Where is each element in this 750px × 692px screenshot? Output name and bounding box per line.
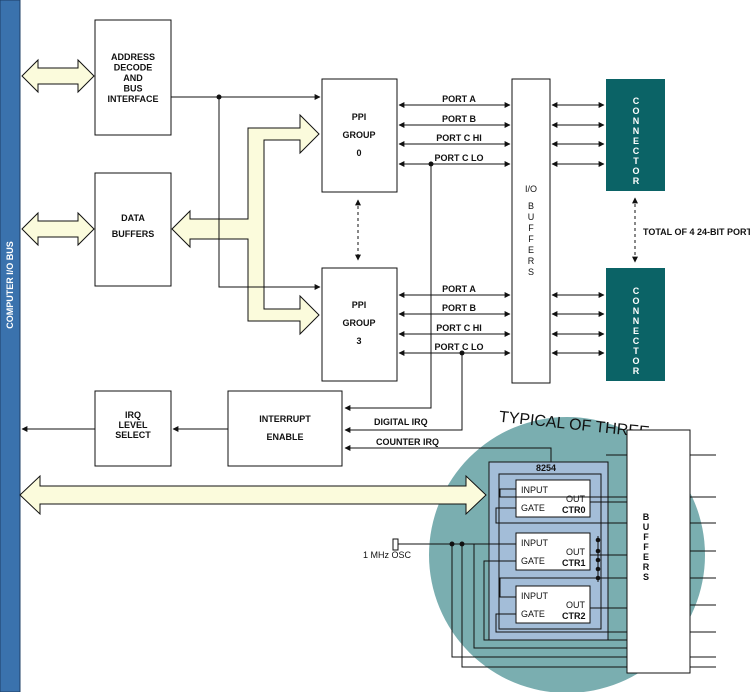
ports-group-0: PORT A PORT B PORT C HI PORT C LO bbox=[398, 94, 511, 167]
internal-data-bus-arrow bbox=[171, 113, 320, 336]
port-label: PORT B bbox=[442, 114, 477, 124]
port-label: PORT A bbox=[442, 284, 476, 294]
connector-bottom bbox=[606, 268, 665, 381]
ppi-group-3-block bbox=[321, 267, 398, 382]
counter-gate-label: GATE bbox=[521, 609, 545, 619]
port-label: PORT C LO bbox=[435, 153, 484, 163]
port-label: PORT A bbox=[442, 94, 476, 104]
counter-block bbox=[515, 585, 591, 624]
port-label: PORT C LO bbox=[435, 342, 484, 352]
counter-out-label: OUT bbox=[566, 600, 586, 610]
counter-gate-label: GATE bbox=[521, 503, 545, 513]
counter-block bbox=[515, 479, 591, 518]
bus-arrow-address bbox=[21, 58, 95, 94]
counter-out-label: OUT bbox=[566, 494, 586, 504]
ports-group-3: PORT A PORT B PORT C HI PORT C LO bbox=[398, 284, 511, 356]
bus-arrow-data bbox=[21, 211, 95, 247]
counter-input-label: INPUT bbox=[521, 591, 549, 601]
buffer-outputs bbox=[690, 454, 716, 668]
data-buffers-block bbox=[94, 172, 172, 287]
computer-io-bus bbox=[0, 0, 21, 692]
connector-top bbox=[606, 79, 665, 191]
counter-name: CTR0 bbox=[562, 505, 586, 515]
counter-name: CTR2 bbox=[562, 611, 586, 621]
counters: INPUTGATEOUTCTR0INPUTGATEOUTCTR1INPUTGAT… bbox=[515, 479, 627, 624]
counter-irq-label: COUNTER IRQ bbox=[376, 437, 439, 447]
counter-input-label: INPUT bbox=[521, 538, 549, 548]
interrupt-enable-block bbox=[227, 390, 343, 467]
connector-lines bbox=[551, 102, 605, 356]
bus-arrow-timer bbox=[19, 474, 487, 516]
total-ports-label: TOTAL OF 4 24-BIT PORTS bbox=[643, 227, 750, 237]
svg-text:BUFFERS: BUFFERS bbox=[643, 512, 650, 582]
port-label: PORT C HI bbox=[436, 133, 482, 143]
counter-gate-label: GATE bbox=[521, 556, 545, 566]
osc-symbol bbox=[392, 538, 399, 551]
counter-out-label: OUT bbox=[566, 547, 586, 557]
counter-input-label: INPUT bbox=[521, 485, 549, 495]
ppi-group-0-block bbox=[321, 78, 398, 193]
timer-label: 8254 bbox=[536, 463, 556, 473]
counter-block bbox=[515, 532, 591, 571]
port-label: PORT B bbox=[442, 303, 477, 313]
address-line: ADDRESS bbox=[111, 52, 155, 62]
port-label: PORT C HI bbox=[436, 323, 482, 333]
counter-name: CTR1 bbox=[562, 558, 586, 568]
osc-label: 1 MHz OSC bbox=[363, 550, 412, 560]
buffers-block bbox=[626, 429, 691, 674]
address-decode-block bbox=[94, 19, 172, 136]
irq-level-select-block bbox=[94, 390, 172, 467]
io-buffers-block bbox=[511, 78, 551, 384]
digital-irq-label: DIGITAL IRQ bbox=[374, 417, 428, 427]
bus-label: COMPUTER I/O BUS bbox=[5, 241, 15, 329]
